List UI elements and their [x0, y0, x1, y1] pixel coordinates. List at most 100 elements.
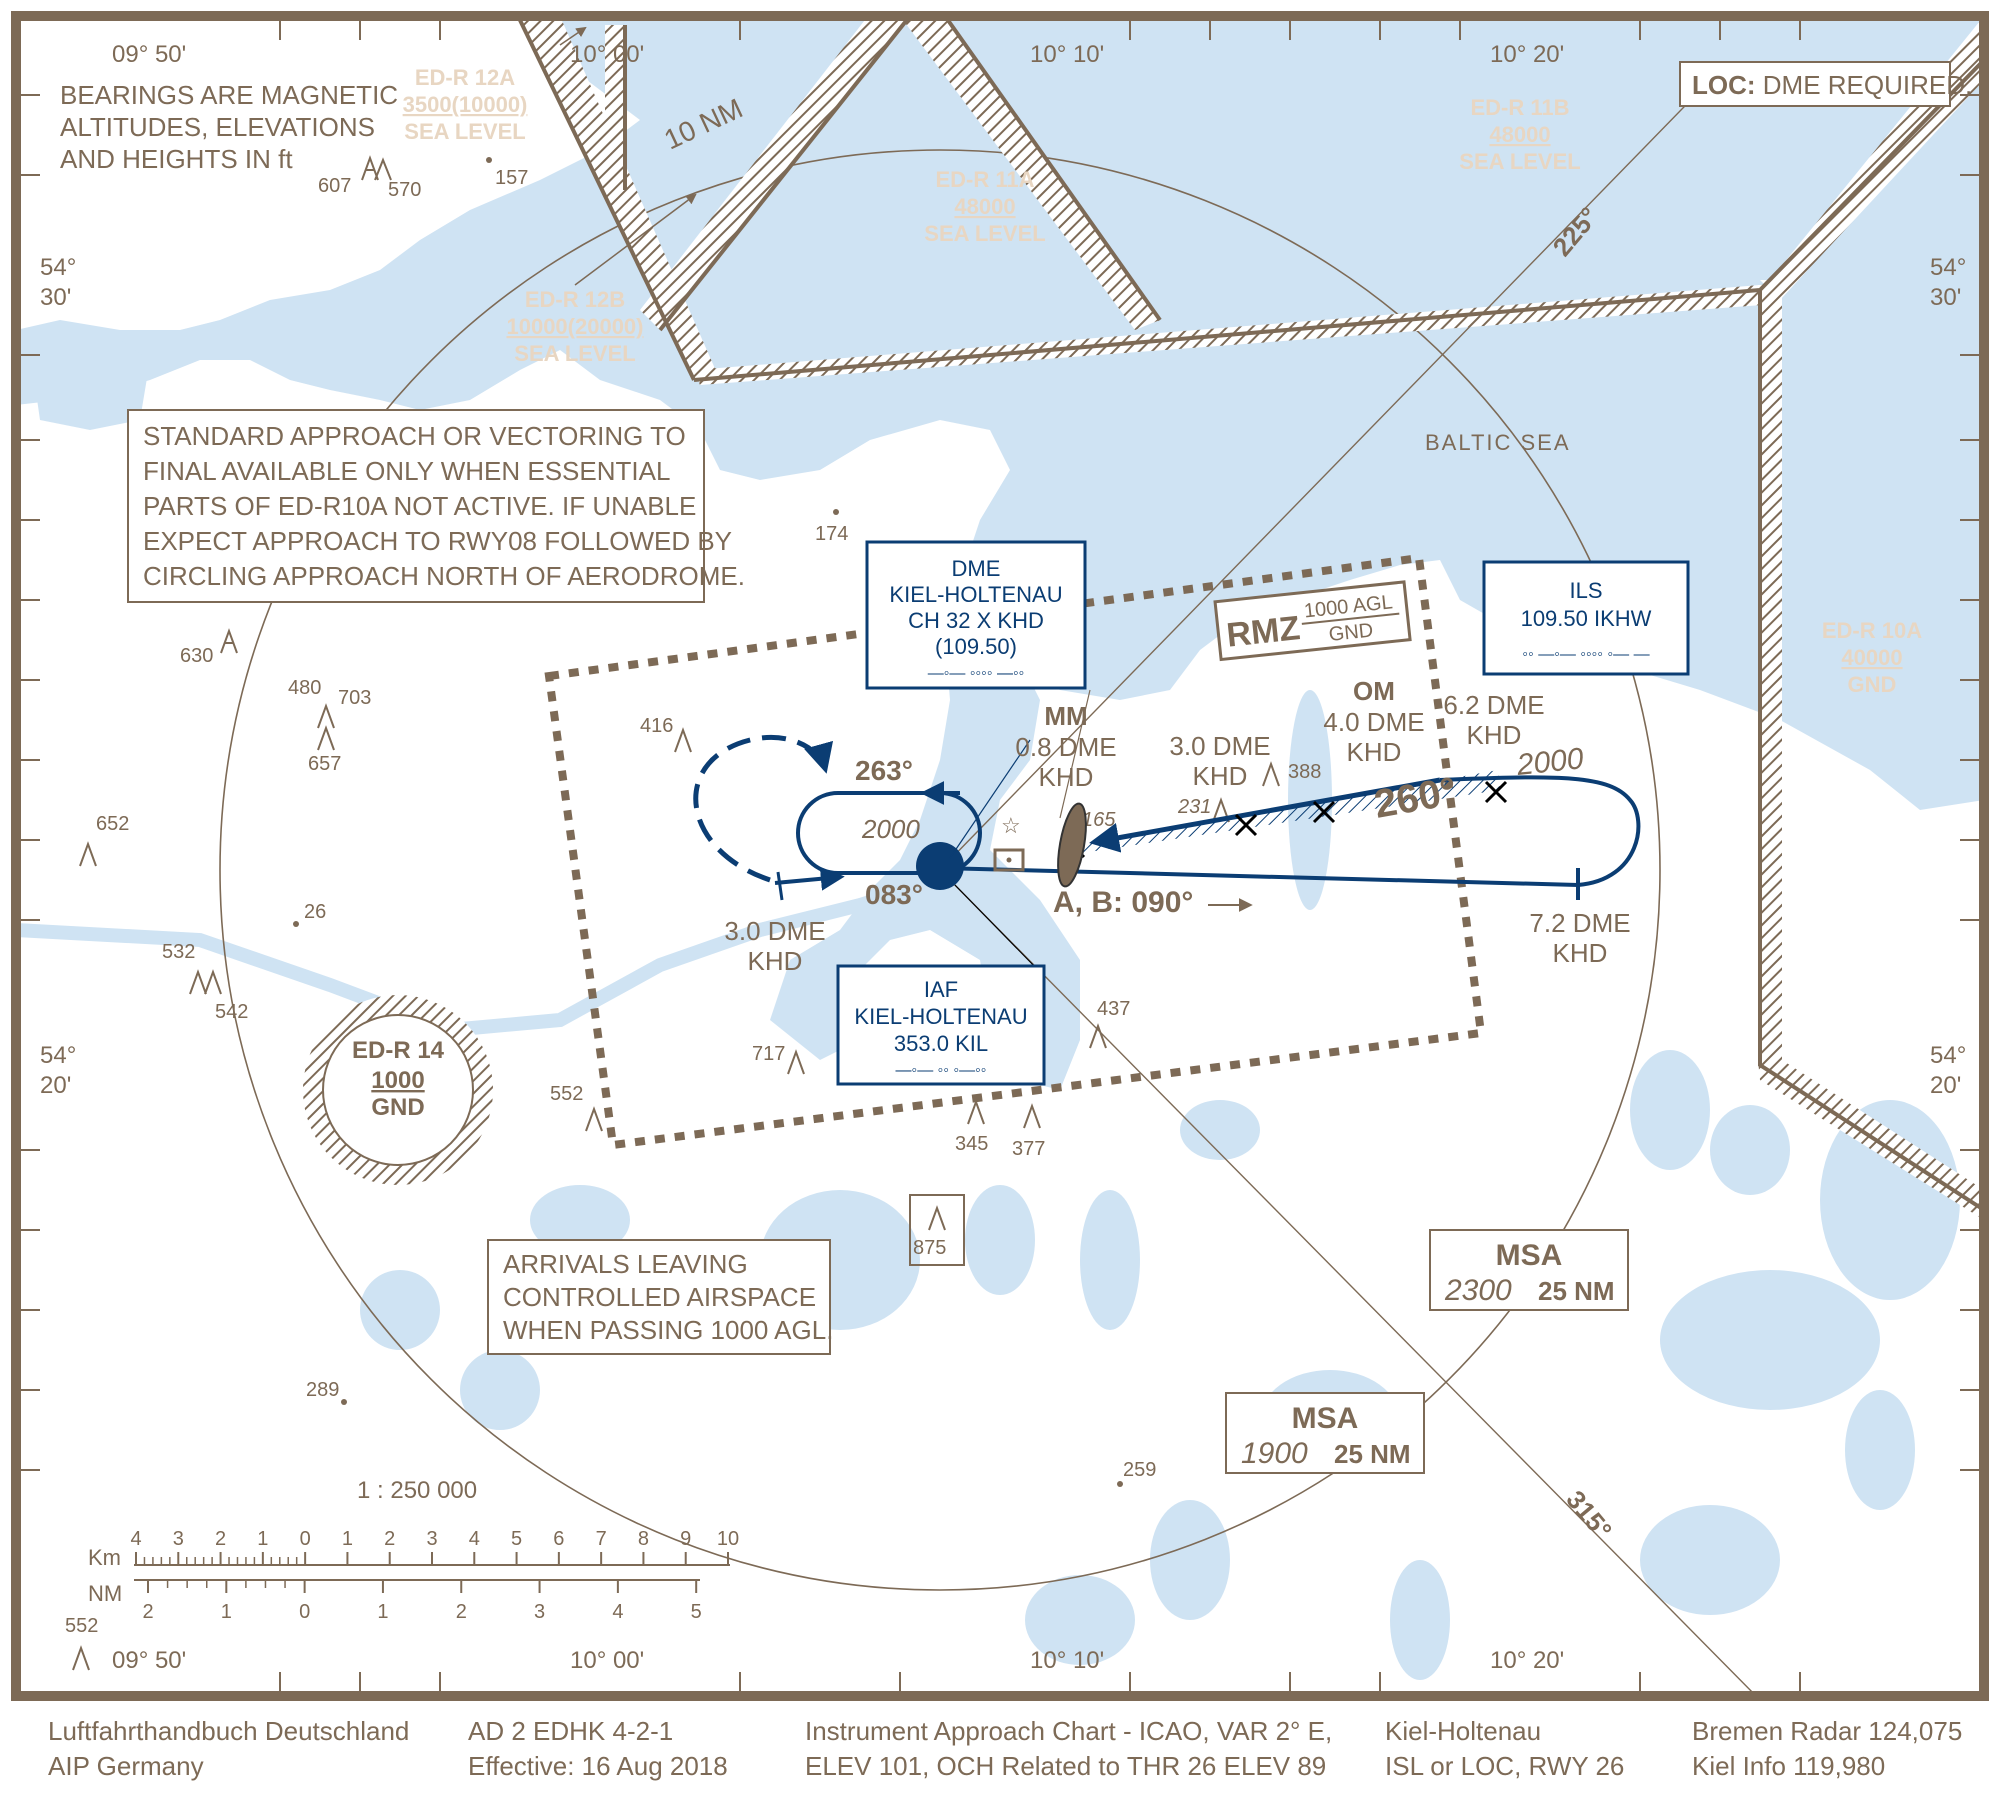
- note-line: ARRIVALS LEAVING: [503, 1249, 748, 1279]
- mm-khd: KHD: [1039, 762, 1094, 792]
- chart-frame: [11, 11, 1989, 1701]
- iaf-info-box: IAF KIEL-HOLTENAU 353.0 KIL —◦— ◦◦ ◦—◦◦: [836, 964, 1046, 1086]
- lake: [1845, 1390, 1915, 1510]
- mm-dme: 0.8 DME: [1015, 732, 1116, 762]
- coord-top-1020: 10° 20': [1490, 41, 1564, 68]
- obstacle-icon: [928, 1205, 946, 1231]
- bearings-note: BEARINGS ARE MAGNETIC ALTITUDES, ELEVATI…: [60, 80, 398, 174]
- footer-line: ISL or LOC, RWY 26: [1385, 1751, 1625, 1781]
- ed-r10a-upper: 40000: [1841, 645, 1902, 670]
- ed-r14-inner: [322, 1014, 474, 1166]
- obstacle-icon: [317, 703, 335, 729]
- obstacle-icon: [585, 1106, 603, 1132]
- ed-r12b-lower: SEA LEVEL: [514, 341, 635, 366]
- scale-km-tick-label: 3: [426, 1528, 437, 1550]
- msa-altitude: 2300: [1444, 1274, 1512, 1307]
- bearings-note-line: AND HEIGHTS IN ft: [60, 144, 293, 174]
- obstacle-icon: [1023, 1103, 1041, 1129]
- elevation-label: 607: [318, 175, 351, 197]
- ed-r12a-upper: 3500(10000): [403, 92, 528, 117]
- scale-km-tick-label: 4: [130, 1528, 141, 1550]
- obstacle-icon: [79, 841, 97, 867]
- rmz-lower: GND: [1328, 619, 1375, 646]
- note-line: PARTS OF ED-R10A NOT ACTIVE. IF UNABLE: [143, 491, 696, 521]
- iaf-box-frame: [836, 964, 1046, 1086]
- note-line: EXPECT APPROACH TO RWY08 FOLLOWED BY: [143, 526, 732, 556]
- scale-km-tick-label: 7: [596, 1528, 607, 1550]
- coord-bottom-1020: 10° 20': [1490, 1647, 1564, 1674]
- fix-6-2-dme: 6.2 DME: [1443, 690, 1544, 720]
- outbound-track: [939, 866, 1579, 887]
- footer-line: Luftfahrthandbuch Deutschland: [48, 1716, 410, 1746]
- elevation-label: 437: [1097, 998, 1130, 1020]
- dme-channel: CH 32 X KHD: [908, 608, 1044, 633]
- ed-r14-name: ED-R 14: [352, 1037, 445, 1064]
- om-khd: KHD: [1347, 737, 1402, 767]
- elevation-label: 388: [1288, 761, 1321, 783]
- final-altitude: 2000: [1514, 742, 1585, 782]
- scale-km-tick-label: 3: [173, 1528, 184, 1550]
- fix-3-0-west-dme: 3.0 DME: [724, 916, 825, 946]
- note-line: WHEN PASSING 1000 AGL.: [503, 1315, 833, 1345]
- scale-km-tick-label: 1: [342, 1528, 353, 1550]
- fix-3-0-dme-marker: [1234, 813, 1258, 837]
- coord-right-54-20-min: 20': [1930, 1072, 1961, 1099]
- final-approach-track: [1089, 777, 1441, 853]
- ed-r11a-lower: SEA LEVEL: [924, 221, 1045, 246]
- iaf-name: KIEL-HOLTENAU: [854, 1004, 1027, 1029]
- coord-left-54-30-deg: 54°: [40, 254, 76, 281]
- om-dme: 4.0 DME: [1323, 707, 1424, 737]
- obstacle-icon: [1089, 1023, 1107, 1049]
- scale-km-tick-label: 9: [680, 1528, 691, 1550]
- procedure-turn: [1439, 775, 1641, 887]
- ils-info-box: ILS 109.50 IKHW ◦◦ —◦— ◦◦◦◦ ◦— —: [1482, 560, 1690, 676]
- obstacle-icon: [674, 727, 692, 753]
- note-line: FINAL AVAILABLE ONLY WHEN ESSENTIAL: [143, 456, 670, 486]
- scale-km-tick-label: 4: [469, 1528, 480, 1550]
- scale-nm-label: NM: [88, 1581, 122, 1606]
- dme-frequency: (109.50): [935, 634, 1017, 659]
- elevation-label: 652: [96, 813, 129, 835]
- holding-altitude: 2000: [861, 814, 920, 844]
- fix-3-0-dme: 3.0 DME: [1169, 731, 1270, 761]
- scale-km-tick-label: 1: [257, 1528, 268, 1550]
- fix-6-2-dme-marker: [1484, 780, 1508, 804]
- fix-3-0-west-tick: [776, 871, 784, 901]
- note-line: CONTROLLED AIRSPACE: [503, 1282, 816, 1312]
- scale-nm-tick-label: 5: [691, 1601, 702, 1623]
- dme-name: KIEL-HOLTENAU: [889, 582, 1062, 607]
- scale-nm-tick-label: 1: [377, 1601, 388, 1623]
- footer-line: Instrument Approach Chart - ICAO, VAR 2°…: [805, 1716, 1333, 1746]
- dme-morse: —◦— ◦◦◦◦ —◦◦: [928, 665, 1025, 682]
- map-area: [16, 16, 1984, 1696]
- lake: [1640, 1505, 1780, 1615]
- obstacle-icon: [189, 969, 207, 995]
- scale-nm-tick-label: 3: [534, 1601, 545, 1623]
- note-line: CIRCLING APPROACH NORTH OF AERODROME.: [143, 561, 745, 591]
- dme-box-frame: [865, 540, 1087, 690]
- lake: [1150, 1500, 1230, 1620]
- scale-ratio: 1 : 250 000: [357, 1477, 477, 1504]
- dme-info-box: DME KIEL-HOLTENAU CH 32 X KHD (109.50) —…: [865, 540, 1087, 690]
- footer-chart-type: Instrument Approach Chart - ICAO, VAR 2°…: [805, 1714, 1332, 1784]
- ils-morse: ◦◦ —◦— ◦◦◦◦ ◦— —: [1522, 646, 1649, 663]
- frame-ticks: [21, 21, 1979, 1691]
- elevation-label: 416: [640, 715, 673, 737]
- mm-leader: [949, 739, 1031, 859]
- obstacle-icon: [1212, 797, 1230, 823]
- scale-nm-tick-label: 0: [299, 1601, 310, 1623]
- elevation-label: 532: [162, 941, 195, 963]
- star-icon: ☆: [1001, 813, 1021, 838]
- scale-km-tick-label: 6: [553, 1528, 564, 1550]
- iaf-frequency: 353.0 KIL: [894, 1031, 988, 1056]
- msa-distance: 25 NM: [1334, 1439, 1411, 1469]
- coord-bottom-1010: 10° 10': [1030, 1647, 1104, 1674]
- footer-publication: Luftfahrthandbuch Deutschland AIP German…: [48, 1714, 409, 1784]
- ed-r12b-label: ED-R 12B: [525, 287, 625, 312]
- kiel-canal: [16, 873, 943, 1038]
- obstacle-icon: [317, 725, 335, 751]
- msa-25nm-circle: [219, 149, 1661, 1591]
